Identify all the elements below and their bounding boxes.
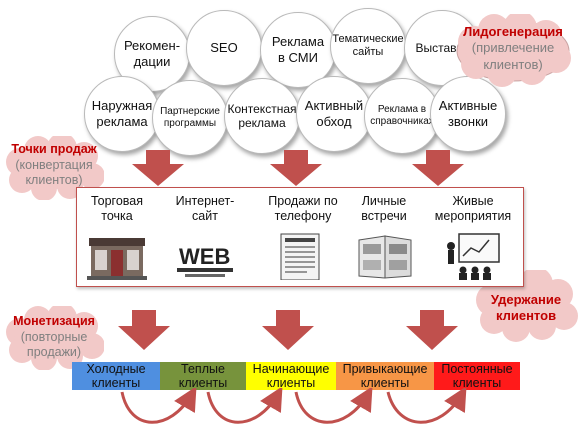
cloud-shape <box>6 303 105 371</box>
cloud-lead-generation: Лидогенерация (привлечение клиентов) <box>454 11 572 88</box>
cloud-subtitle: (конвертация клиентов) <box>15 157 93 188</box>
down-arrow-1 <box>132 150 184 186</box>
cloud-shape <box>6 133 105 201</box>
cloud-title: Удержание клиентов <box>490 292 562 324</box>
sales-channels-panel: Торговая точка Интернет- сайт Продажи по… <box>76 187 524 287</box>
cloud-subtitle: (привлечение клиентов) <box>471 40 555 72</box>
down-arrow-3 <box>412 150 464 186</box>
down-arrow-2 <box>270 150 322 186</box>
bubble-outdoor-ads: Наружная реклама <box>84 76 160 152</box>
channel-meetings-label: Личные встречи <box>361 194 407 224</box>
down-arrow-4 <box>118 310 170 350</box>
bubble-active-visits: Активный обход <box>296 76 372 152</box>
down-arrow-6 <box>406 310 458 350</box>
cloud-title: Точки продаж <box>11 142 97 156</box>
transition-arrows <box>120 388 467 424</box>
stage-warm-clients: Теплые клиенты <box>160 362 246 390</box>
cloud-title: Монетизация <box>13 314 95 328</box>
channel-store-label: Торговая точка <box>90 194 144 224</box>
stage-regular-clients: Постоянные клиенты <box>434 362 520 390</box>
presentation-icon <box>447 233 500 280</box>
bubble-active-calls: Активные звонки <box>430 76 506 152</box>
bubble-thematic-sites: Тематические сайты <box>330 8 406 84</box>
document-icon <box>280 233 320 280</box>
bubble-seo: SEO <box>186 10 262 86</box>
svg-text:WEB: WEB <box>179 244 230 269</box>
channel-events-label: Живые мероприятия <box>434 194 512 224</box>
brochure-icon <box>358 235 412 279</box>
bubble-partner-programs: Партнерские программы <box>152 80 228 156</box>
stage-habituating-clients: Привыкающие клиенты <box>336 362 434 390</box>
stage-cold-clients: Холодные клиенты <box>72 362 160 390</box>
channel-phone-label: Продажи по телефону <box>268 194 338 224</box>
cloud-subtitle: (повторные продажи) <box>20 329 88 360</box>
web-icon: WEB <box>177 244 233 277</box>
cloud-shape <box>456 11 571 87</box>
down-arrow-5 <box>262 310 314 350</box>
bubble-directory-ads: Реклама в справочниках <box>364 78 440 154</box>
channel-website-label: Интернет- сайт <box>175 194 235 224</box>
cloud-sales-points: Точки продаж (конвертация клиентов) <box>4 133 105 201</box>
cloud-monetization: Монетизация (повторные продажи) <box>4 303 105 371</box>
bubble-contextual-ads: Контекстная реклама <box>224 78 300 154</box>
stage-beginning-clients: Начинающие клиенты <box>246 362 336 390</box>
store-icon <box>87 238 147 280</box>
cloud-title: Лидогенерация <box>463 24 563 39</box>
